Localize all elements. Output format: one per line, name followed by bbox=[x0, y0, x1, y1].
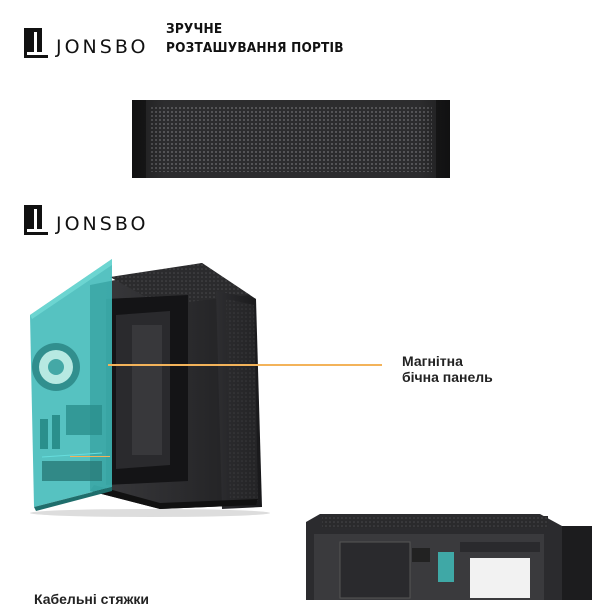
ports-heading-line1: ЗРУЧНЕ bbox=[166, 21, 223, 37]
panel-pointer-line bbox=[108, 364, 382, 366]
ports-heading: ЗРУЧНЕ РОЗТАШУВАННЯ ПОРТІВ bbox=[166, 20, 344, 58]
logo-wordmark: JONSBO bbox=[56, 36, 149, 58]
pc-case-interior-image bbox=[306, 514, 592, 600]
panel-pointer-line-secondary bbox=[70, 456, 110, 457]
logo-wordmark: JONSBO bbox=[56, 213, 149, 235]
mesh-panel-image bbox=[132, 100, 450, 178]
jonsbo-logo-middle: JONSBO bbox=[24, 205, 149, 235]
magnetic-panel-label-line2: бічна панель bbox=[402, 369, 493, 385]
pc-case-image bbox=[30, 259, 270, 517]
ports-heading-line2: РОЗТАШУВАННЯ ПОРТІВ bbox=[166, 40, 344, 56]
magnetic-panel-label: Магнітна бічна панель bbox=[402, 353, 493, 385]
jonsbo-j-icon bbox=[24, 205, 50, 235]
jonsbo-j-icon bbox=[24, 28, 50, 58]
cable-ties-label: Кабельні стяжки bbox=[34, 591, 150, 607]
jonsbo-logo-top: JONSBO bbox=[24, 28, 149, 58]
magnetic-panel-label-line1: Магнітна bbox=[402, 353, 463, 369]
